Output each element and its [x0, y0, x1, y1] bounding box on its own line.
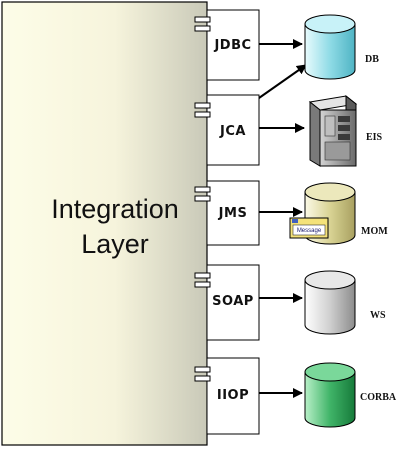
integration-layer-panel: [1, 1, 208, 446]
target-label: MOM: [361, 226, 388, 237]
target-label: WS: [370, 310, 386, 321]
target-label: CORBA: [360, 392, 397, 403]
message-tag-label: Message: [297, 228, 322, 234]
component-port-icon: [194, 186, 211, 193]
component-port-icon: [194, 16, 211, 23]
target-mom: Message MOM: [289, 182, 388, 245]
component-label: IIOP: [217, 388, 249, 403]
component-port-icon: [194, 375, 211, 382]
component-iiop: IIOP: [194, 357, 260, 435]
component-soap: SOAP: [194, 264, 260, 341]
database-cylinder-icon: [304, 14, 356, 80]
target-corba: CORBA: [304, 362, 397, 428]
target-eis: EIS: [308, 94, 383, 167]
component-port-icon: [194, 111, 211, 118]
layer-title-line2: Layer: [81, 229, 149, 259]
target-label: EIS: [366, 132, 383, 143]
component-jms: JMS: [194, 180, 260, 246]
component-port-icon: [194, 272, 211, 279]
target-label: DB: [365, 54, 379, 65]
component-label: SOAP: [212, 294, 254, 309]
component-port-icon: [194, 195, 211, 202]
target-ws: WS: [304, 270, 386, 335]
message-envelope-icon: Message: [289, 217, 329, 239]
component-label: JMS: [218, 206, 248, 221]
target-db: DB: [304, 14, 379, 80]
server-tower-icon: [308, 94, 358, 167]
component-jdbc: JDBC: [194, 9, 260, 81]
component-label: JCA: [219, 124, 246, 139]
component-port-icon: [194, 366, 211, 373]
database-cylinder-icon: [304, 270, 356, 335]
connector-jca-db: [258, 64, 307, 99]
component-jca: JCA: [194, 94, 260, 166]
component-port-icon: [194, 102, 211, 109]
component-label: JDBC: [213, 38, 251, 53]
database-cylinder-icon: [304, 362, 356, 428]
layer-title-line1: Integration: [51, 194, 179, 224]
component-port-icon: [194, 25, 211, 32]
component-port-icon: [194, 281, 211, 288]
